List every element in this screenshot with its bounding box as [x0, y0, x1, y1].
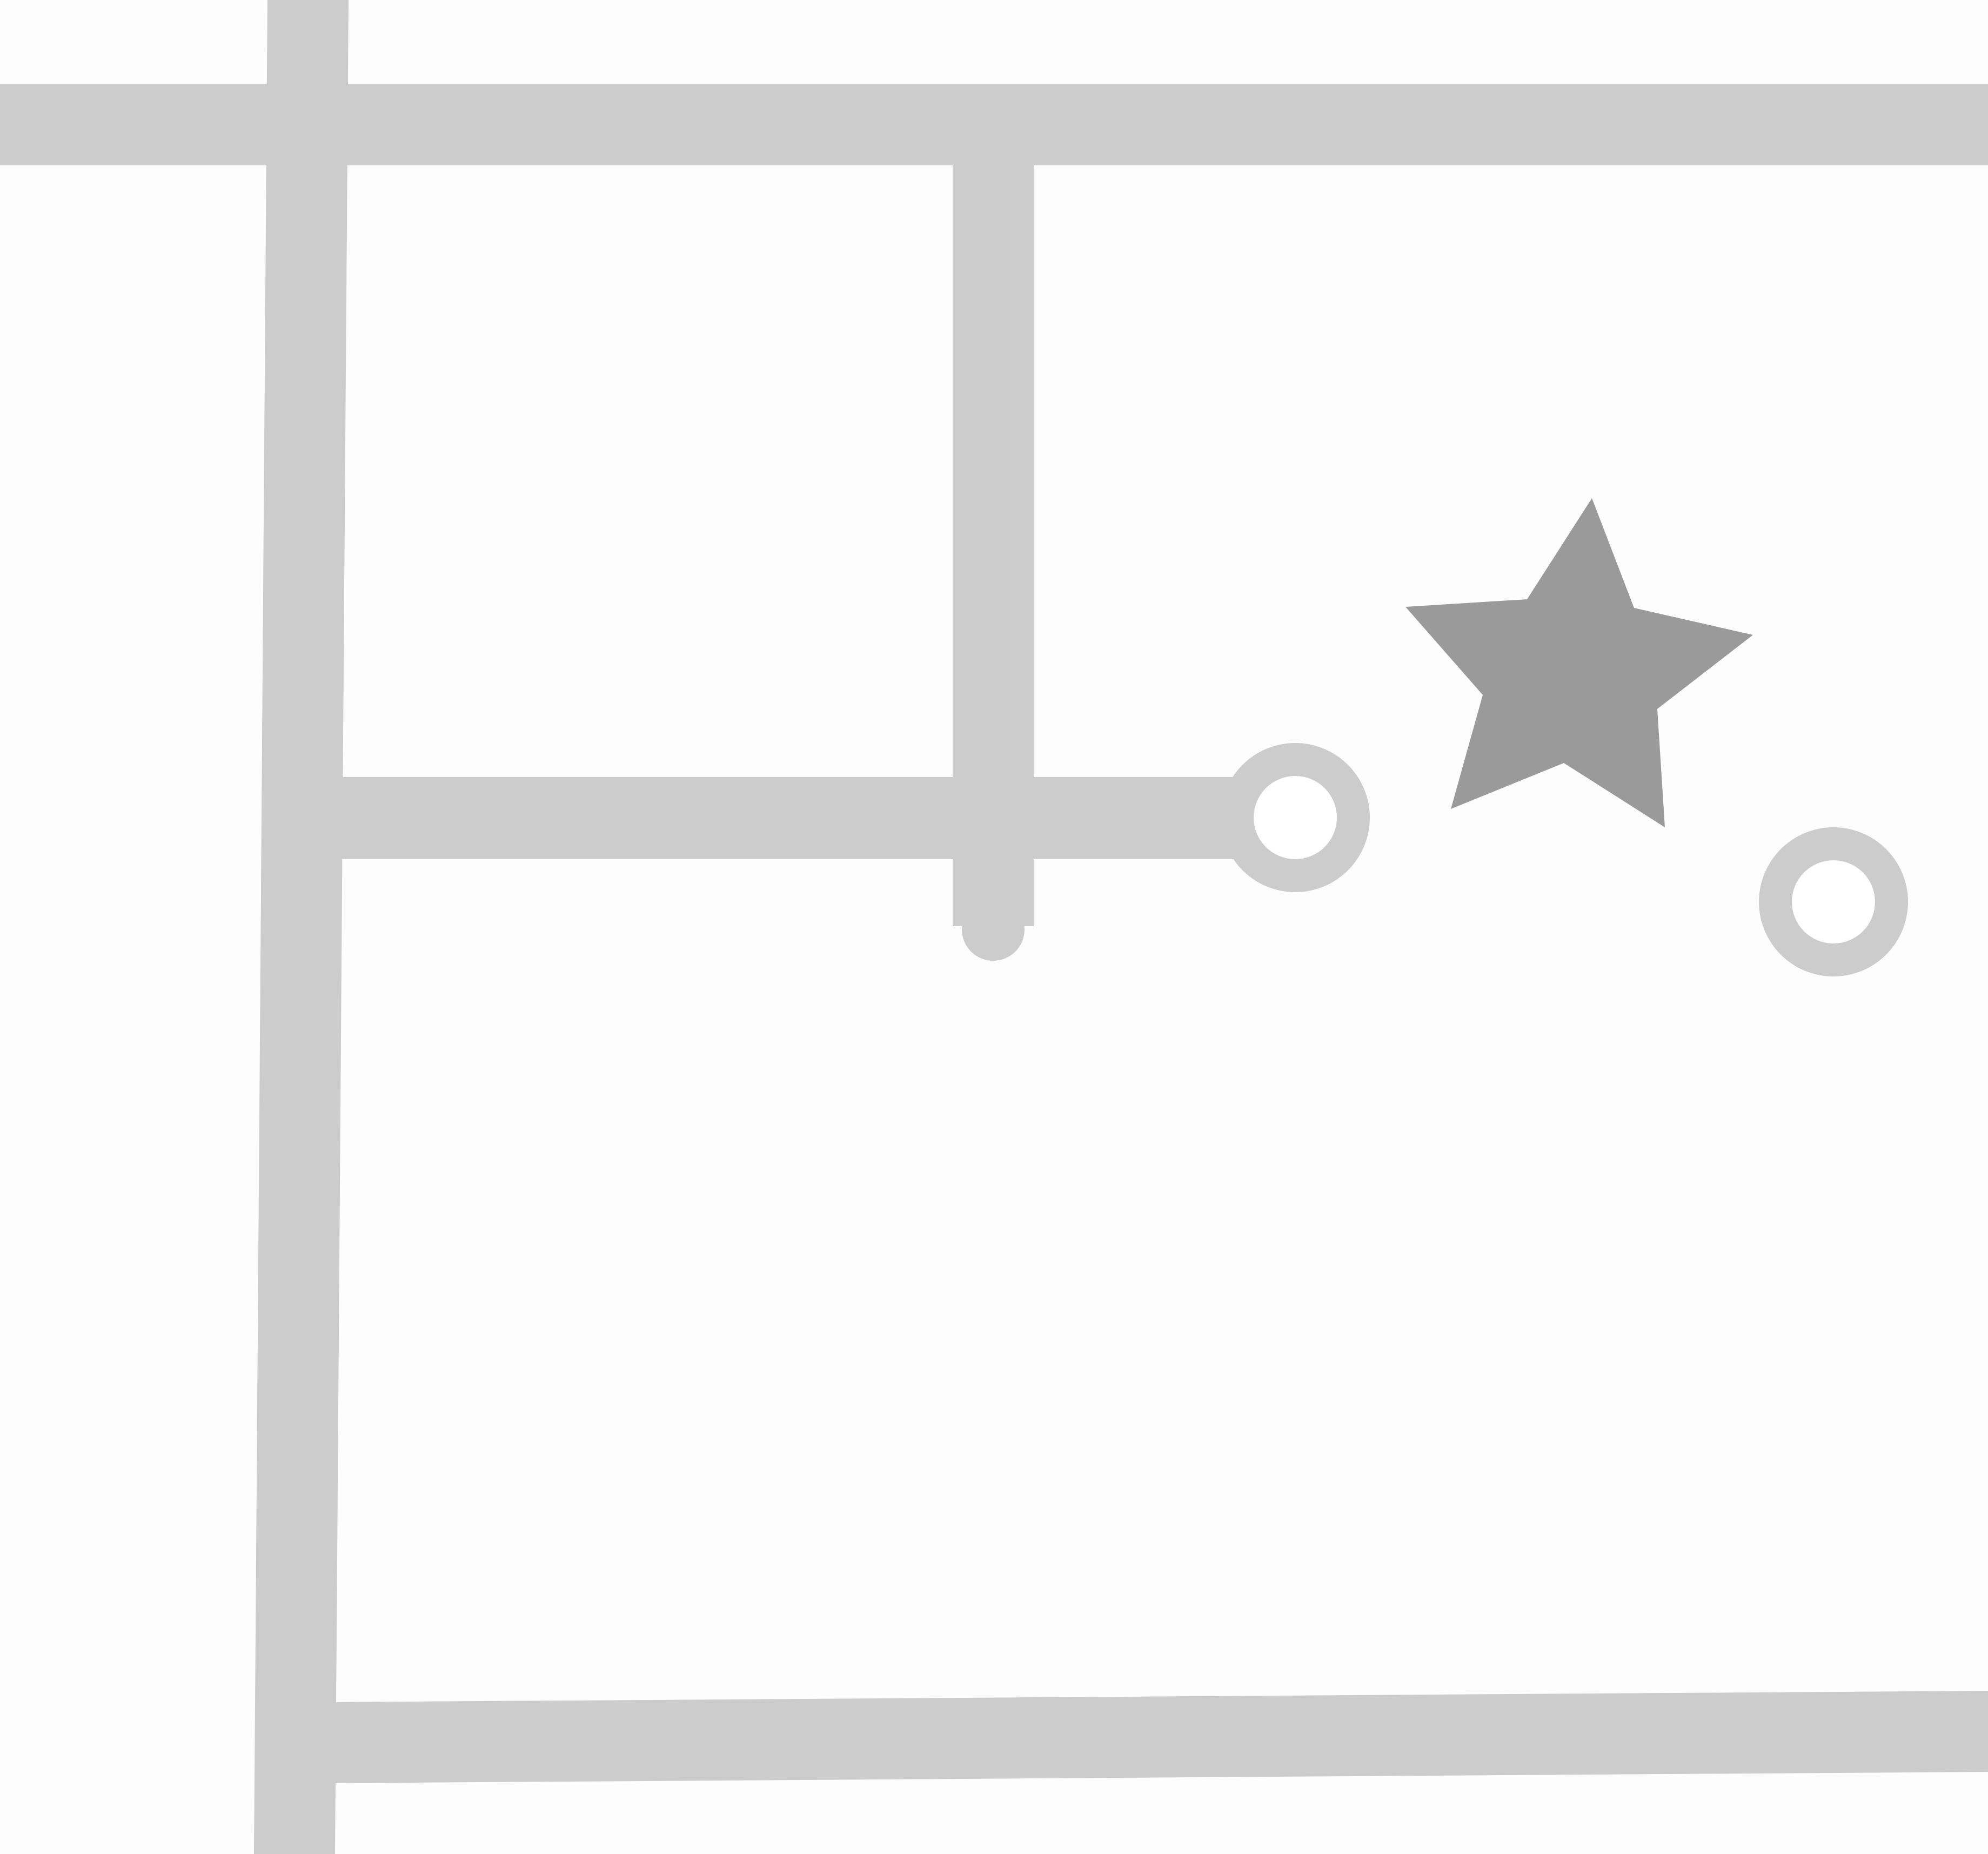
road-middle-vertical[interactable] [953, 165, 1034, 926]
road-end-ring-icon[interactable] [1221, 743, 1370, 892]
road-top-horizontal[interactable] [0, 84, 1988, 165]
dead-end-cap [962, 898, 1025, 961]
road-left-vertical[interactable] [254, 0, 349, 1854]
standalone-ring-icon[interactable] [1759, 827, 1908, 976]
road-bottom-horizontal[interactable] [327, 1691, 1988, 1783]
map-markers [1221, 498, 1908, 976]
star-icon[interactable] [1405, 498, 1753, 827]
road-middle-horizontal[interactable] [335, 777, 1233, 859]
